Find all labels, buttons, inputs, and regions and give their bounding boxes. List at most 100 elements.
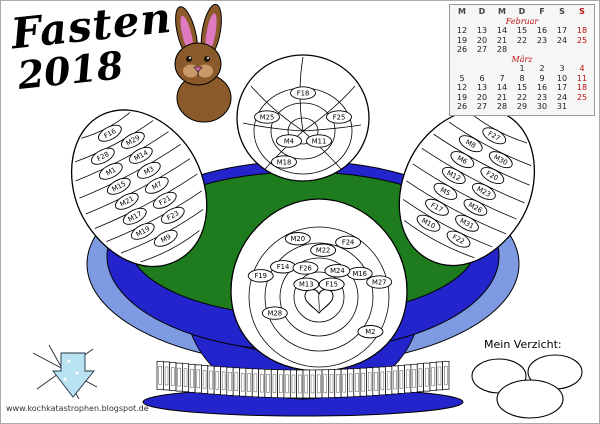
day-chip-label: F14 xyxy=(277,263,290,271)
day-chip: F22 xyxy=(446,230,471,248)
strip-cell-inner xyxy=(279,374,283,393)
day-chip: M18 xyxy=(271,155,297,169)
calendar-day: 26 xyxy=(456,45,468,54)
strip-cell xyxy=(289,369,297,399)
strip-cell-inner xyxy=(215,371,220,390)
egg-band-line xyxy=(75,120,154,163)
day-chip: M17 xyxy=(122,207,147,225)
calendar-day: 25 xyxy=(576,35,588,45)
bunny-eye xyxy=(204,56,210,62)
day-chip-label: M6 xyxy=(456,154,469,166)
day-chip: M5 xyxy=(433,182,458,200)
day-chip: M28 xyxy=(261,306,288,320)
calendar-day: 28 xyxy=(496,45,508,54)
day-chip: F20 xyxy=(480,167,505,185)
calendar-weekday: F xyxy=(539,7,545,16)
day-chip-oval xyxy=(271,155,297,169)
day-chip-oval xyxy=(326,110,352,124)
logo-star xyxy=(75,371,79,375)
calendar-day xyxy=(552,45,572,55)
calendar-day: 22 xyxy=(516,35,528,45)
strip-cell xyxy=(410,363,418,393)
day-chip: M16 xyxy=(346,266,373,281)
day-chip-oval xyxy=(458,135,483,153)
strip-cell-inner xyxy=(260,373,264,393)
day-chip: F25 xyxy=(326,110,352,124)
strip-cell-inner xyxy=(444,366,448,385)
egg-band-line xyxy=(106,190,202,242)
strip-cell-inner xyxy=(399,370,404,389)
day-chip-oval xyxy=(276,134,302,148)
calendar-day: 22 xyxy=(516,92,528,102)
day-chip: M30 xyxy=(488,151,513,169)
strip-cell xyxy=(277,369,285,399)
day-chip-oval xyxy=(357,325,384,339)
egg-band-line xyxy=(85,158,191,215)
day-chip-label: M25 xyxy=(260,113,275,121)
day-chip-oval xyxy=(90,147,115,165)
day-chip-oval xyxy=(318,277,345,291)
strip-cell-inner xyxy=(317,374,321,394)
strip-cell-inner xyxy=(228,372,232,391)
day-chip-label: M28 xyxy=(268,310,283,318)
calendar-weekday: S xyxy=(559,7,565,16)
calendar-day: 21 xyxy=(496,92,508,102)
calendar-day: 23 xyxy=(536,35,548,45)
day-chip: M24 xyxy=(324,264,351,278)
calendar-day: 20 xyxy=(476,35,488,45)
strip-cell-inner xyxy=(374,372,378,391)
strip-cell-inner xyxy=(234,372,239,392)
day-chip-oval xyxy=(310,243,337,257)
day-chip: M4 xyxy=(276,134,302,148)
day-chip: M15 xyxy=(106,177,131,195)
egg-band-line xyxy=(75,131,169,182)
strip-cell-inner xyxy=(386,371,391,390)
day-chip-oval xyxy=(261,306,288,320)
day-chip: F26 xyxy=(292,261,319,275)
day-chip: F27 xyxy=(482,127,507,145)
strip-cell-inner xyxy=(348,373,353,393)
strip-cell xyxy=(366,367,374,397)
strip-cell xyxy=(201,365,209,394)
strip-cell-inner xyxy=(190,369,194,388)
day-chip: F18 xyxy=(290,86,316,100)
strip-cell-inner xyxy=(253,373,258,393)
day-chip-label: M7 xyxy=(151,180,164,192)
bunny-head xyxy=(174,42,222,86)
calendar-day xyxy=(572,45,592,55)
verzicht-label: Mein Verzicht: xyxy=(484,338,562,351)
calendar-day: 8 xyxy=(519,73,525,83)
day-chip-oval xyxy=(488,151,513,169)
egg-band-line xyxy=(421,147,525,204)
strip-cell-inner xyxy=(285,374,289,394)
day-chip: M13 xyxy=(293,277,320,291)
strip-cell-inner xyxy=(425,367,429,387)
day-chip: M14 xyxy=(129,146,153,164)
strip-cell-inner xyxy=(367,372,372,392)
calendar-day xyxy=(532,45,552,55)
day-strip xyxy=(156,360,450,399)
strip-cell-inner xyxy=(240,372,245,392)
day-chip-oval xyxy=(290,86,316,100)
day-chip: M9 xyxy=(153,229,178,247)
day-chip: M10 xyxy=(416,214,441,232)
strip-cell-inner xyxy=(209,370,213,390)
strip-cell-inner xyxy=(310,374,315,394)
calendar-day xyxy=(472,64,492,74)
day-chip: F24 xyxy=(335,235,362,249)
calendar-day: 10 xyxy=(556,73,568,83)
egg-band-line xyxy=(402,199,493,248)
day-chip-oval xyxy=(463,198,488,216)
strip-cell xyxy=(435,361,443,391)
strip-cell-inner xyxy=(336,374,340,393)
day-chip-oval xyxy=(482,127,507,145)
strip-cell-inner xyxy=(196,369,200,389)
day-chip: M22 xyxy=(310,243,337,257)
calendar-day xyxy=(572,102,592,112)
day-chip-label: F25 xyxy=(333,113,346,121)
